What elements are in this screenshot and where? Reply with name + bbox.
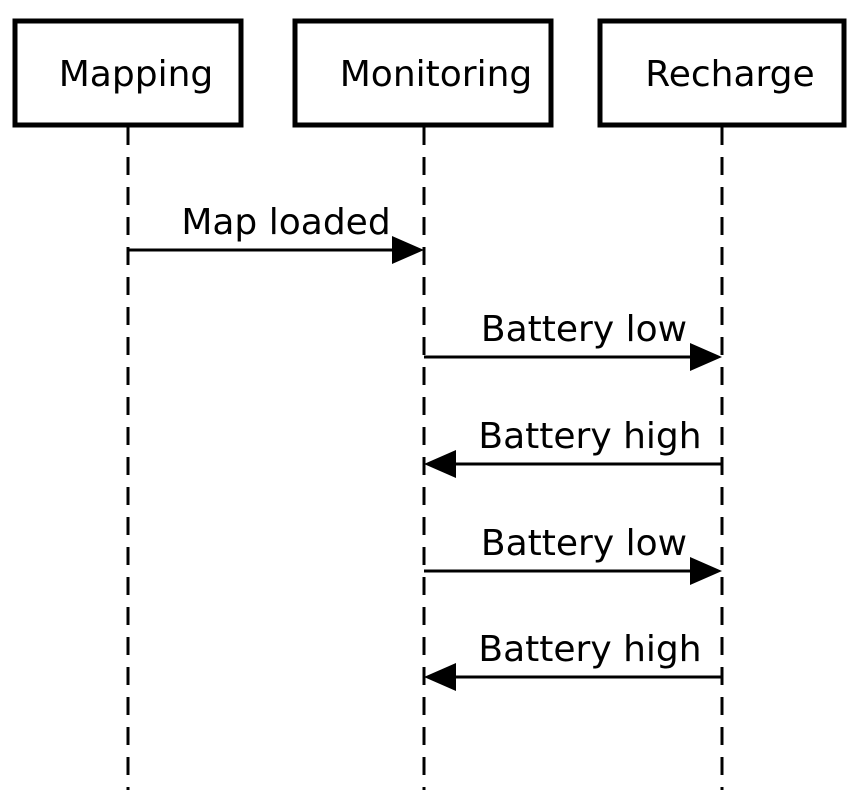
- arrow-left-icon: [424, 663, 456, 691]
- arrow-right-icon: [392, 236, 424, 264]
- participant-label-recharge: Recharge: [645, 54, 814, 95]
- message-4: Battery low: [424, 523, 722, 585]
- participant-label-monitoring: Monitoring: [340, 54, 533, 95]
- participant-mapping: Mapping: [12, 18, 244, 128]
- message-3: Battery high: [424, 416, 722, 478]
- message-label-5: Battery high: [478, 629, 701, 670]
- arrow-right-icon: [690, 557, 722, 585]
- message-label-2: Battery low: [481, 309, 687, 350]
- message-label-4: Battery low: [481, 523, 687, 564]
- message-label-3: Battery high: [478, 416, 701, 457]
- message-5: Battery high: [424, 629, 722, 691]
- lifelines: [126, 127, 724, 790]
- message-1: Map loaded: [128, 202, 424, 264]
- message-label-1: Map loaded: [181, 202, 390, 243]
- participant-label-mapping: Mapping: [59, 54, 214, 95]
- participant-monitoring: Monitoring: [292, 18, 554, 128]
- participant-recharge: Recharge: [597, 18, 847, 128]
- arrow-right-icon: [690, 343, 722, 371]
- message-2: Battery low: [424, 309, 722, 371]
- arrow-left-icon: [424, 450, 456, 478]
